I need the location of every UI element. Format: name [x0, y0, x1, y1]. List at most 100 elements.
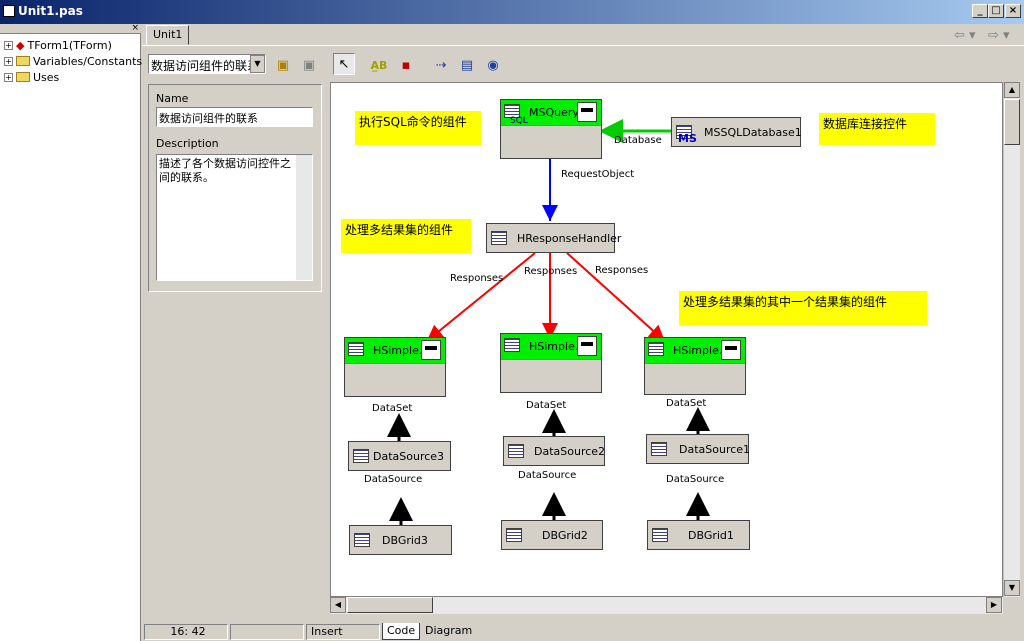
dbgrid3-component[interactable]: DBGrid3 [349, 525, 452, 555]
tab-underline [142, 45, 1024, 46]
nav-back-icon[interactable]: ⇦ ▾ [954, 28, 976, 43]
tab-code[interactable]: Code [382, 623, 421, 640]
dbgrid-icon [354, 533, 370, 547]
minimize-icon[interactable] [421, 340, 441, 360]
grid-icon [648, 342, 664, 356]
expand-icon[interactable]: + [4, 56, 13, 66]
requestobject-label: RequestObject [561, 169, 635, 180]
scroll-thumb[interactable] [1004, 99, 1020, 145]
code-explorer: × +◆TForm1(TForm) +Variables/Constants +… [0, 24, 143, 641]
diagram-select[interactable]: 数据访问组件的联系 ▼ [148, 54, 266, 74]
msquery-component[interactable]: SQL MSQuery [500, 99, 602, 159]
grid-icon [676, 125, 692, 139]
datasource-label-3: DataSource [364, 474, 423, 485]
modified-indicator [230, 624, 304, 640]
datasource2-component[interactable]: DataSource2 [503, 436, 605, 466]
description-field[interactable]: 描述了各个数据访问控件之间的联系。 [156, 154, 313, 281]
mssqldatabase-component[interactable]: MS MSSQLDatabase1 [671, 117, 802, 147]
tree-item-tform1[interactable]: +◆TForm1(TForm) [4, 38, 112, 52]
hsimple-component-1[interactable]: HSimple... [644, 337, 746, 395]
chevron-down-icon[interactable]: ▼ [250, 55, 265, 73]
cursor-position: 16: 42 [144, 624, 228, 640]
datasource1-component[interactable]: DataSource1 [646, 434, 750, 464]
dataset-label-2: DataSet [526, 400, 567, 411]
scroll-left-icon[interactable]: ◀ [330, 597, 346, 613]
diagram-vertical-scrollbar[interactable]: ▲ ▼ [1003, 82, 1020, 597]
responses-label-right: Responses [595, 265, 649, 276]
responses-connector-right [566, 252, 665, 342]
dbgrid1-component[interactable]: DBGrid1 [647, 520, 750, 550]
hsimple-component-3[interactable]: HSimple... [344, 337, 446, 397]
tree-item-variables[interactable]: +Variables/Constants [4, 54, 143, 68]
tab-unit1[interactable]: Unit1 [146, 25, 190, 45]
grid-icon [504, 104, 520, 118]
insert-mode: Insert [306, 624, 380, 640]
connector-layer [387, 119, 710, 525]
name-label: Name [156, 92, 189, 105]
datasource-label-2: DataSource [518, 470, 577, 481]
note-db-connection[interactable]: 数据库连接控件 [819, 113, 935, 145]
database-label: Database [614, 135, 662, 146]
minimize-button[interactable]: _ [972, 4, 988, 18]
grid-icon [491, 231, 507, 245]
datasource-icon [651, 442, 667, 456]
scroll-up-icon[interactable]: ▲ [1004, 82, 1020, 98]
scroll-right-icon[interactable]: ▶ [986, 597, 1002, 613]
nav-forward-icon[interactable]: ⇨ ▾ [988, 28, 1010, 43]
datasource3-component[interactable]: DataSource3 [348, 441, 451, 471]
diagram-horizontal-scrollbar[interactable]: ◀ ▶ [330, 597, 1003, 614]
master-detail-icon[interactable]: ⇢ [435, 57, 447, 73]
comment-icon[interactable]: A̲B [370, 58, 388, 72]
datasource-icon [353, 449, 369, 463]
explorer-header: × [0, 24, 141, 34]
responses-connector-left [426, 252, 536, 342]
minimize-icon[interactable] [577, 102, 597, 122]
tab-diagram[interactable]: Diagram [425, 624, 473, 637]
dbgrid-icon [652, 528, 668, 542]
maximize-button[interactable]: □ [988, 4, 1004, 18]
folder-icon [16, 72, 30, 82]
note-sql-component[interactable]: 执行SQL命令的组件 [355, 111, 481, 145]
note-single-result[interactable]: 处理多结果集的其中一个结果集的组件 [679, 291, 927, 325]
hsimple-component-2[interactable]: HSimple... [500, 333, 602, 393]
minimize-icon[interactable] [721, 340, 741, 360]
grid-icon [504, 338, 520, 352]
class-icon: ◆ [16, 38, 25, 52]
responses-label-mid: Responses [524, 266, 578, 277]
properties-panel: Name 数据访问组件的联系 Description 描述了各个数据访问控件之间… [148, 84, 322, 292]
grid-icon [348, 342, 364, 356]
pointer-icon[interactable]: ↖ [333, 53, 355, 75]
scroll-down-icon[interactable]: ▼ [1004, 580, 1020, 596]
window-title: Unit1.pas [18, 4, 83, 18]
note-multi-result[interactable]: 处理多结果集的组件 [341, 219, 471, 253]
window-icon [3, 5, 15, 17]
dataset-label-1: DataSet [666, 398, 707, 409]
minimize-icon[interactable] [577, 336, 597, 356]
dataset-label-3: DataSet [372, 403, 413, 414]
datasource-icon [508, 444, 524, 458]
sql-badge: SQL [510, 116, 528, 126]
new-diagram-icon[interactable]: ▣ [276, 57, 290, 73]
description-label: Description [156, 137, 219, 150]
status-bar: 16: 42 Insert Code Diagram [142, 622, 1024, 641]
dbgrid2-component[interactable]: DBGrid2 [501, 520, 603, 550]
tree-item-uses[interactable]: +Uses [4, 70, 60, 84]
datasource-label-1: DataSource [666, 474, 725, 485]
delete-diagram-icon[interactable]: ▣ [302, 57, 316, 73]
title-bar: Unit1.pas _ □ × [0, 0, 1024, 24]
responses-label-left: Responses [450, 273, 504, 284]
close-button[interactable]: × [1005, 4, 1021, 18]
view-icon[interactable]: ◉ [487, 57, 499, 73]
hresponsehandler-component[interactable]: HResponseHandler [486, 223, 621, 253]
scroll-thumb[interactable] [347, 597, 433, 613]
description-scrollbar[interactable] [296, 155, 312, 280]
ms-badge: MS [678, 132, 697, 145]
diagram-canvas[interactable]: 执行SQL命令的组件 数据库连接控件 处理多结果集的组件 处理多结果集的其中一个… [330, 82, 1003, 597]
lookup-icon[interactable]: ▤ [460, 57, 474, 73]
expand-icon[interactable]: + [4, 40, 13, 50]
expand-icon[interactable]: + [4, 72, 13, 82]
close-icon[interactable]: × [131, 23, 139, 33]
name-field[interactable]: 数据访问组件的联系 [156, 107, 313, 127]
property-connector-icon[interactable]: ▪ [401, 57, 411, 73]
dbgrid-icon [506, 528, 522, 542]
